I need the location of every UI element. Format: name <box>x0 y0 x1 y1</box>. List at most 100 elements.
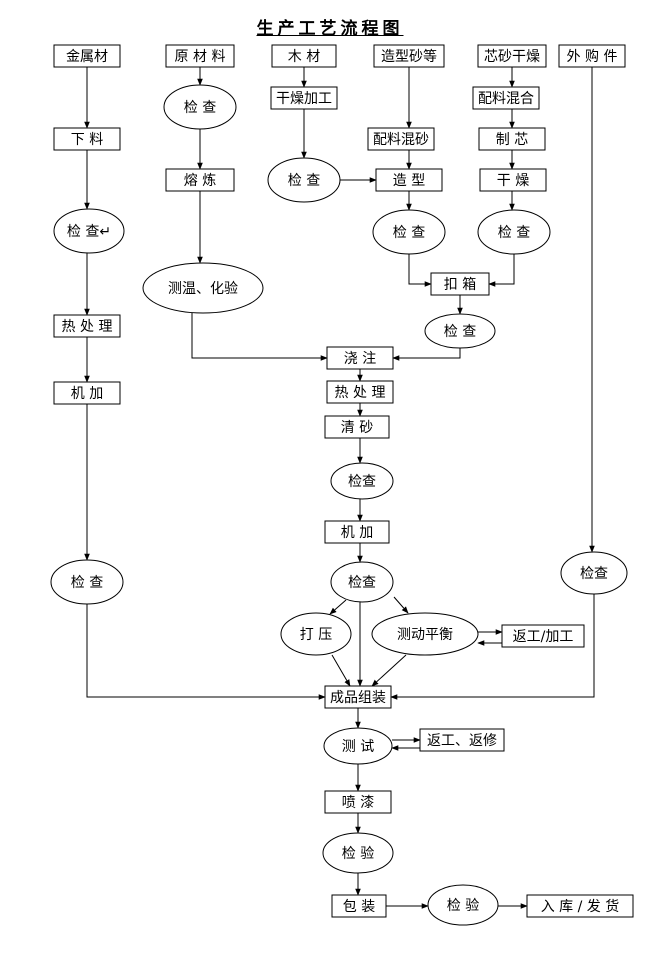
node-label-peiliao: 配料混砂 <box>373 132 429 148</box>
node-label-chengpin: 成品组装 <box>330 690 386 706</box>
node-label-jiancha8: 检查 <box>348 474 376 490</box>
flow-edges <box>84 67 595 909</box>
node-penqi: 喷 漆 <box>324 790 392 814</box>
node-shape-waigou <box>558 44 626 68</box>
node-chengpin: 成品组装 <box>324 685 392 709</box>
node-shape-baozhuang <box>331 894 387 918</box>
node-fangong1: 返工/加工 <box>501 624 585 648</box>
node-cewen: 测温、化验 <box>142 262 264 314</box>
edge-e36 <box>371 654 407 687</box>
node-shape-jiancha3 <box>163 84 237 130</box>
node-shape-jianyan2 <box>427 884 499 926</box>
node-fangong2: 返工、返修 <box>419 728 505 752</box>
node-label-rechuli2: 热 处 理 <box>335 385 386 401</box>
node-mucai: 木 材 <box>271 44 337 68</box>
diagram-title: 生产工艺流程图 <box>256 19 404 39</box>
node-label-rongl: 熔 炼 <box>184 173 216 189</box>
node-label-zaoxingsha: 造型砂等 <box>381 48 437 65</box>
node-shape-zhixin <box>478 127 546 151</box>
node-qingsha: 清 砂 <box>324 415 390 439</box>
node-shape-jinshucai <box>53 44 121 68</box>
node-jiancha1: 检 查↵ <box>53 208 125 254</box>
node-label-zaoxing: 造 型 <box>393 173 425 189</box>
node-jianyan2: 检 验 <box>427 884 499 926</box>
node-waigou: 外 购 件 <box>558 44 626 68</box>
node-shape-jiancha10 <box>560 551 628 595</box>
node-jianyan1: 检 验 <box>322 832 394 874</box>
node-jiancha2: 检 查 <box>50 559 124 605</box>
node-label-baozhuang: 包 装 <box>343 899 375 915</box>
node-jiancha7: 检 查 <box>424 313 496 349</box>
node-jijia2: 机 加 <box>324 520 390 544</box>
node-jiaozhu: 浇 注 <box>326 346 394 370</box>
node-peiliaohh: 配料混合 <box>472 86 540 110</box>
node-label-fangong2: 返工、返修 <box>427 733 497 749</box>
node-shape-fangong1 <box>501 624 585 648</box>
node-label-peiliaohh: 配料混合 <box>478 91 534 107</box>
node-shape-xialiao <box>53 127 121 151</box>
node-jiancha6: 检 查 <box>477 209 551 255</box>
node-label-jinshucai: 金属材 <box>66 49 108 65</box>
node-kouxiang: 扣 箱 <box>430 272 490 296</box>
node-shape-mucai <box>271 44 337 68</box>
node-shape-penqi <box>324 790 392 814</box>
node-zaoxingsha: 造型砂等 <box>373 44 445 68</box>
node-shape-zaoxingsha <box>373 44 445 68</box>
node-shape-jiancha2 <box>50 559 124 605</box>
node-label-jijia1: 机 加 <box>71 386 103 402</box>
node-label-jianyan2: 检 验 <box>447 898 479 914</box>
node-shape-ceshi <box>323 727 393 765</box>
node-jiancha4: 检 查 <box>267 157 341 203</box>
node-daya: 打 压 <box>280 612 352 656</box>
node-baozhuang: 包 装 <box>331 894 387 918</box>
node-shape-jijia2 <box>324 520 390 544</box>
node-shape-jiancha5 <box>372 209 446 255</box>
node-label-jiancha1: 检 查↵ <box>67 224 111 240</box>
node-label-xinsha: 芯砂干燥 <box>484 49 540 65</box>
node-xialiao: 下 料 <box>53 127 121 151</box>
node-shape-fangong2 <box>419 728 505 752</box>
node-label-zhixin: 制 芯 <box>496 132 528 148</box>
node-yuancailiao: 原 材 料 <box>165 44 235 68</box>
node-shape-jiancha4 <box>267 157 341 203</box>
node-ceshi: 测 试 <box>323 727 393 765</box>
edge-e24 <box>392 348 461 361</box>
node-label-ceshi: 测 试 <box>342 739 374 755</box>
node-jinshucai: 金属材 <box>53 44 121 68</box>
node-shape-jiancha6 <box>477 209 551 255</box>
node-jiancha9: 检查 <box>330 561 394 603</box>
node-shape-rechuli1 <box>53 314 121 338</box>
edge-e17 <box>408 254 432 287</box>
node-rongl: 熔 炼 <box>165 168 235 192</box>
node-label-cewen: 测温、化验 <box>168 281 238 297</box>
node-shape-xinsha <box>477 44 547 68</box>
node-shape-jiancha7 <box>424 313 496 349</box>
edge-e22 <box>488 254 515 287</box>
node-shape-qingsha <box>324 415 390 439</box>
node-ganzao_jg: 干燥加工 <box>270 86 338 110</box>
edge-e35 <box>331 654 351 687</box>
node-label-jiancha2: 检 查 <box>71 575 103 591</box>
node-shape-ganzao_jg <box>270 86 338 110</box>
node-shape-cewen <box>142 262 264 314</box>
node-label-mucai: 木 材 <box>288 49 320 65</box>
node-zhixin: 制 芯 <box>478 127 546 151</box>
node-ruku: 入 库 / 发 货 <box>526 894 634 918</box>
node-label-qingsha: 清 砂 <box>341 420 373 436</box>
node-shape-jiaozhu <box>326 346 394 370</box>
node-shape-jiancha1 <box>53 208 125 254</box>
node-rechuli1: 热 处 理 <box>53 314 121 338</box>
node-jiancha10: 检查 <box>560 551 628 595</box>
node-shape-jiancha9 <box>330 561 394 603</box>
edge-e06 <box>86 604 326 700</box>
edge-e30 <box>329 599 347 615</box>
node-label-ganzao: 干 燥 <box>497 173 529 189</box>
node-shape-jianyan1 <box>322 832 394 874</box>
node-shape-yuancailiao <box>165 44 235 68</box>
node-label-penqi: 喷 漆 <box>342 795 374 811</box>
node-shape-rongl <box>165 168 235 192</box>
edge-e32 <box>393 596 409 614</box>
node-ganzao: 干 燥 <box>479 168 547 192</box>
